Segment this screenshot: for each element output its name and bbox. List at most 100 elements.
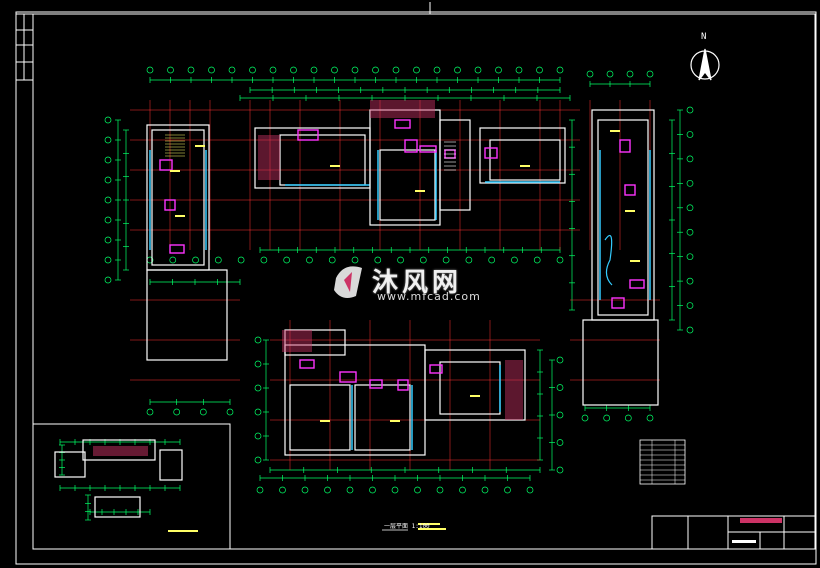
wall <box>82 439 156 461</box>
axis-bubble <box>556 439 564 446</box>
axis-bubble <box>146 66 154 74</box>
axis-bubble <box>581 414 589 422</box>
axis-bubble <box>104 176 112 184</box>
axis-bubble <box>556 66 564 74</box>
axis-bubble <box>146 408 154 416</box>
axis-bubble <box>481 486 489 494</box>
fixture <box>339 371 357 383</box>
axis-bubble <box>419 256 427 264</box>
axis-bubble <box>533 256 541 264</box>
wall <box>597 119 649 316</box>
axis-bubble <box>603 414 611 422</box>
wall <box>379 149 436 221</box>
wall <box>591 109 655 321</box>
axis-bubble <box>686 131 694 138</box>
axis-bubble <box>511 256 518 264</box>
wall <box>146 269 228 361</box>
axis-bubble <box>254 384 262 392</box>
watermark-text: 沐风网 <box>372 268 463 298</box>
axis-bubble <box>173 408 181 416</box>
hatch-area <box>282 330 312 352</box>
wall <box>439 119 471 211</box>
axis-bubble <box>436 486 444 494</box>
room-label-mark <box>520 165 530 167</box>
axis-bubble <box>626 70 634 78</box>
note-mark <box>418 528 446 530</box>
axis-bubble <box>228 66 236 74</box>
hatch-area <box>93 446 148 456</box>
axis-bubble <box>104 216 112 224</box>
axis-bubble <box>256 486 264 494</box>
plan-title: 一层平面 1:100 <box>384 523 430 530</box>
wall <box>159 449 183 481</box>
wall <box>284 329 346 356</box>
axis-bubble <box>169 256 177 264</box>
axis-bubble <box>104 116 112 124</box>
axis-bubble <box>488 256 496 264</box>
fixture <box>369 379 383 389</box>
axis-bubble <box>369 486 376 494</box>
axis-bubble <box>372 66 379 74</box>
axis-bubble <box>254 432 262 440</box>
inset-caption-mark <box>168 530 198 532</box>
axis-bubble <box>214 256 222 264</box>
axis-bubble <box>237 256 245 264</box>
axis-bubble <box>686 155 694 163</box>
axis-bubble <box>249 66 256 74</box>
axis-bubble <box>556 466 564 474</box>
axis-bubble <box>301 486 309 494</box>
axis-bubble <box>104 136 112 144</box>
building-walls <box>54 109 659 518</box>
fixture <box>297 129 319 141</box>
axis-bubble <box>283 256 291 264</box>
axis-bubble <box>351 66 359 74</box>
note-mark <box>418 523 440 525</box>
axis-bubble <box>556 384 564 391</box>
axis-bubble <box>310 66 318 74</box>
wall <box>354 384 411 451</box>
room-label-mark <box>470 395 480 397</box>
axis-bubble <box>104 196 112 204</box>
wall <box>54 451 86 478</box>
axis-bubble <box>504 486 511 494</box>
axis-bubble <box>686 106 694 114</box>
axis-bubble <box>290 66 297 74</box>
fixture <box>397 379 409 391</box>
wall <box>489 139 561 181</box>
axis-bubble <box>331 66 338 74</box>
axis-bubble <box>254 456 262 464</box>
plan-details <box>93 100 645 532</box>
wall <box>424 349 526 421</box>
axis-bubble <box>260 256 268 264</box>
axis-bubble <box>474 66 482 74</box>
room-label-mark <box>610 130 620 132</box>
room-label-mark <box>625 210 635 212</box>
axis-bubble <box>686 302 694 309</box>
axis-bubble <box>556 411 564 419</box>
wall <box>151 129 205 266</box>
axis-bubble <box>624 414 632 422</box>
axis-bubble <box>391 486 399 494</box>
wall <box>582 319 659 406</box>
fixture <box>629 279 645 289</box>
axis-bubble <box>254 408 262 416</box>
axis-bubble <box>254 360 262 368</box>
room-label-mark <box>630 260 640 262</box>
curved-stair <box>604 235 613 286</box>
axis-bubble <box>208 66 215 74</box>
axis-bubble <box>686 277 694 285</box>
axis-bubble <box>686 228 694 236</box>
axis-bubble <box>269 66 277 74</box>
axis-bubble <box>414 486 421 494</box>
axis-bubble <box>556 356 564 364</box>
legend-frame <box>639 439 686 485</box>
inset-frame <box>32 423 231 550</box>
axis-bubble <box>459 486 466 494</box>
fixture <box>169 244 185 254</box>
axis-bubble <box>413 66 420 74</box>
axis-bubble <box>515 66 523 74</box>
axis-bubble <box>187 66 195 74</box>
room-label-mark <box>415 190 425 192</box>
fixture <box>619 139 631 153</box>
fixture <box>404 139 418 153</box>
